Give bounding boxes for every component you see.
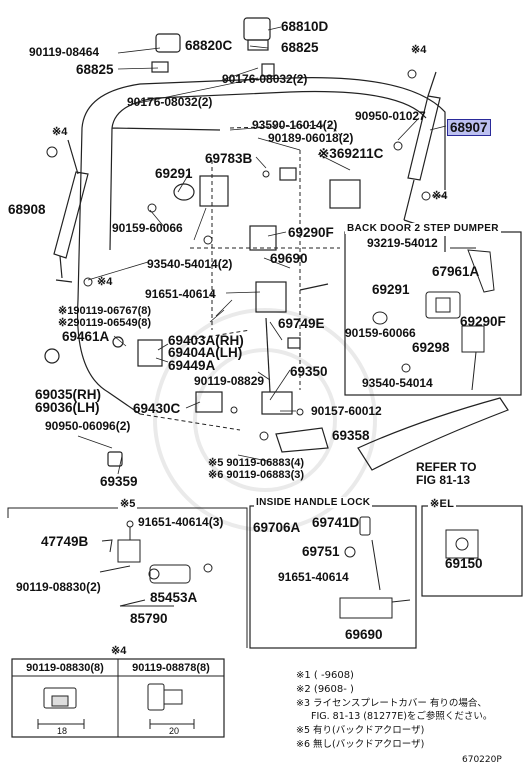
refer-fig-link[interactable]: FIG 81-13	[416, 473, 471, 487]
bolt-dim-20: 20	[168, 726, 179, 736]
part-90119-08829[interactable]: 90119-08829	[194, 374, 265, 388]
part-91651-40614[interactable]: 91651-40614	[145, 287, 216, 301]
part-69449A[interactable]: 69449A	[168, 358, 216, 373]
sect5-part-85790[interactable]: 85790	[130, 611, 168, 626]
part-69291[interactable]: 69291	[155, 166, 193, 181]
note-ref-4-top: ※4	[411, 44, 427, 56]
part-69359[interactable]: 69359	[100, 474, 138, 489]
bolt-dim-18: 18	[56, 726, 67, 736]
part-69350[interactable]: 69350	[290, 364, 328, 379]
dumper-part-69298[interactable]: 69298	[412, 340, 450, 355]
part-90950-01027[interactable]: 90950-01027	[355, 109, 426, 123]
part-90176-08032-a[interactable]: 90176-08032(2)	[222, 72, 308, 86]
part-90119-06549[interactable]: ※290119-06549(8)	[58, 317, 152, 329]
handle-part-91651-40614[interactable]: 91651-40614	[278, 570, 349, 584]
part-90119-06767[interactable]: ※190119-06767(8)	[58, 305, 152, 317]
part-68908[interactable]: 68908	[8, 202, 46, 217]
refer-to-label: REFER TO	[416, 460, 477, 474]
back-door-garnish	[357, 397, 509, 471]
dumper-part-93540-54014[interactable]: 93540-54014	[362, 376, 433, 390]
part-69749E[interactable]: 69749E	[278, 316, 325, 331]
bolt-table-title: ※4	[111, 645, 127, 657]
part-68825-top[interactable]: 68825	[281, 40, 319, 55]
part-90119-06883-3[interactable]: ※6 90119-06883(3)	[208, 469, 305, 481]
note-ref-4-mid: ※4	[97, 276, 113, 288]
dumper-part-69291[interactable]: 69291	[372, 282, 410, 297]
handle-part-69706A[interactable]: 69706A	[253, 520, 301, 535]
part-90119-06883-4[interactable]: ※5 90119-06883(4)	[208, 457, 305, 469]
part-90157-60012[interactable]: 90157-60012	[311, 404, 382, 418]
sect5-part-91651-40614-3[interactable]: 91651-40614(3)	[138, 515, 224, 529]
part-90189-06018[interactable]: 90189-06018(2)	[268, 131, 354, 145]
dumper-part-93219-54012[interactable]: 93219-54012	[367, 236, 438, 250]
part-93540-54014[interactable]: 93540-54014(2)	[147, 257, 233, 271]
el-section-title: ※EL	[428, 497, 457, 510]
section-5-title: ※5	[118, 498, 138, 510]
note-ref-4-right: ※4	[432, 190, 448, 202]
part-68810D[interactable]: 68810D	[281, 19, 329, 34]
part-69358[interactable]: 69358	[332, 428, 370, 443]
dumper-part-69290F[interactable]: 69290F	[460, 314, 506, 329]
back-door-window	[109, 90, 427, 251]
part-69290F[interactable]: 69290F	[288, 225, 334, 240]
part-69461A[interactable]: 69461A	[62, 329, 110, 344]
figure-code: 670220P	[462, 755, 502, 765]
part-90950-06096[interactable]: 90950-06096(2)	[45, 419, 131, 433]
footnote-2: ※2 (9608- )	[296, 684, 354, 695]
sect5-part-47749B[interactable]: 47749B	[41, 534, 89, 549]
sect5-part-85453A[interactable]: 85453A	[150, 590, 198, 605]
watermark-logo	[153, 308, 377, 532]
part-90176-08032-b[interactable]: 90176-08032(2)	[127, 95, 213, 109]
back-door-outline	[76, 77, 446, 415]
part-69690-top[interactable]: 69690	[270, 251, 308, 266]
bolt-table-col-90119-08830[interactable]: 90119-08830(8)	[26, 662, 104, 674]
handle-part-69751[interactable]: 69751	[302, 544, 340, 559]
part-90119-08464[interactable]: 90119-08464	[29, 45, 100, 59]
handle-part-69741D[interactable]: 69741D	[312, 515, 360, 530]
garnish-69358	[275, 427, 329, 453]
part-69211C[interactable]: ※369211C	[318, 146, 384, 161]
section-5-box	[7, 507, 248, 648]
footnote-1: ※1 ( -9608)	[296, 670, 354, 681]
el-section-box	[421, 505, 523, 597]
footnote-3: ※3 ライセンスプレートカバー 有りの場合、	[296, 698, 487, 709]
part-68825-left[interactable]: 68825	[76, 62, 114, 77]
part-68907-highlighted[interactable]: 68907	[447, 119, 491, 136]
footnote-5: ※5 有り(バックドアクローザ)	[296, 725, 425, 736]
gas-strut-left	[53, 139, 89, 283]
handle-part-69690[interactable]: 69690	[345, 627, 383, 642]
part-69403A-rh[interactable]: 69403A(RH)	[168, 333, 244, 348]
part-69430C[interactable]: 69430C	[133, 401, 181, 416]
bolt-table-col-90119-08878[interactable]: 90119-08878(8)	[132, 662, 210, 674]
part-69035-rh[interactable]: 69035(RH)	[35, 387, 102, 402]
sect5-part-90119-08830-2[interactable]: 90119-08830(2)	[16, 580, 101, 594]
note-ref-4-left: ※4	[52, 126, 68, 138]
dumper-section-title: BACK DOOR 2 STEP DUMPER	[345, 223, 501, 234]
handle-lock-title: INSIDE HANDLE LOCK	[254, 497, 373, 508]
part-69404A-lh[interactable]: 69404A(LH)	[168, 345, 243, 360]
dumper-part-67961A[interactable]: 67961A	[432, 264, 480, 279]
footnote-6: ※6 無し(バックドアクローザ)	[296, 739, 425, 750]
el-part-69150[interactable]: 69150	[445, 556, 483, 571]
dumper-part-90159-60066[interactable]: 90159-60066	[345, 326, 416, 340]
part-69036-lh[interactable]: 69036(LH)	[35, 400, 100, 415]
part-68820C[interactable]: 68820C	[185, 38, 233, 53]
part-69783B[interactable]: 69783B	[205, 151, 253, 166]
footnote-3-continued: FIG. 81-13 (81277E)をご参照ください。	[311, 711, 493, 722]
part-90159-60066[interactable]: 90159-60066	[112, 221, 183, 235]
part-93590-16014[interactable]: 93590-16014(2)	[252, 118, 338, 132]
